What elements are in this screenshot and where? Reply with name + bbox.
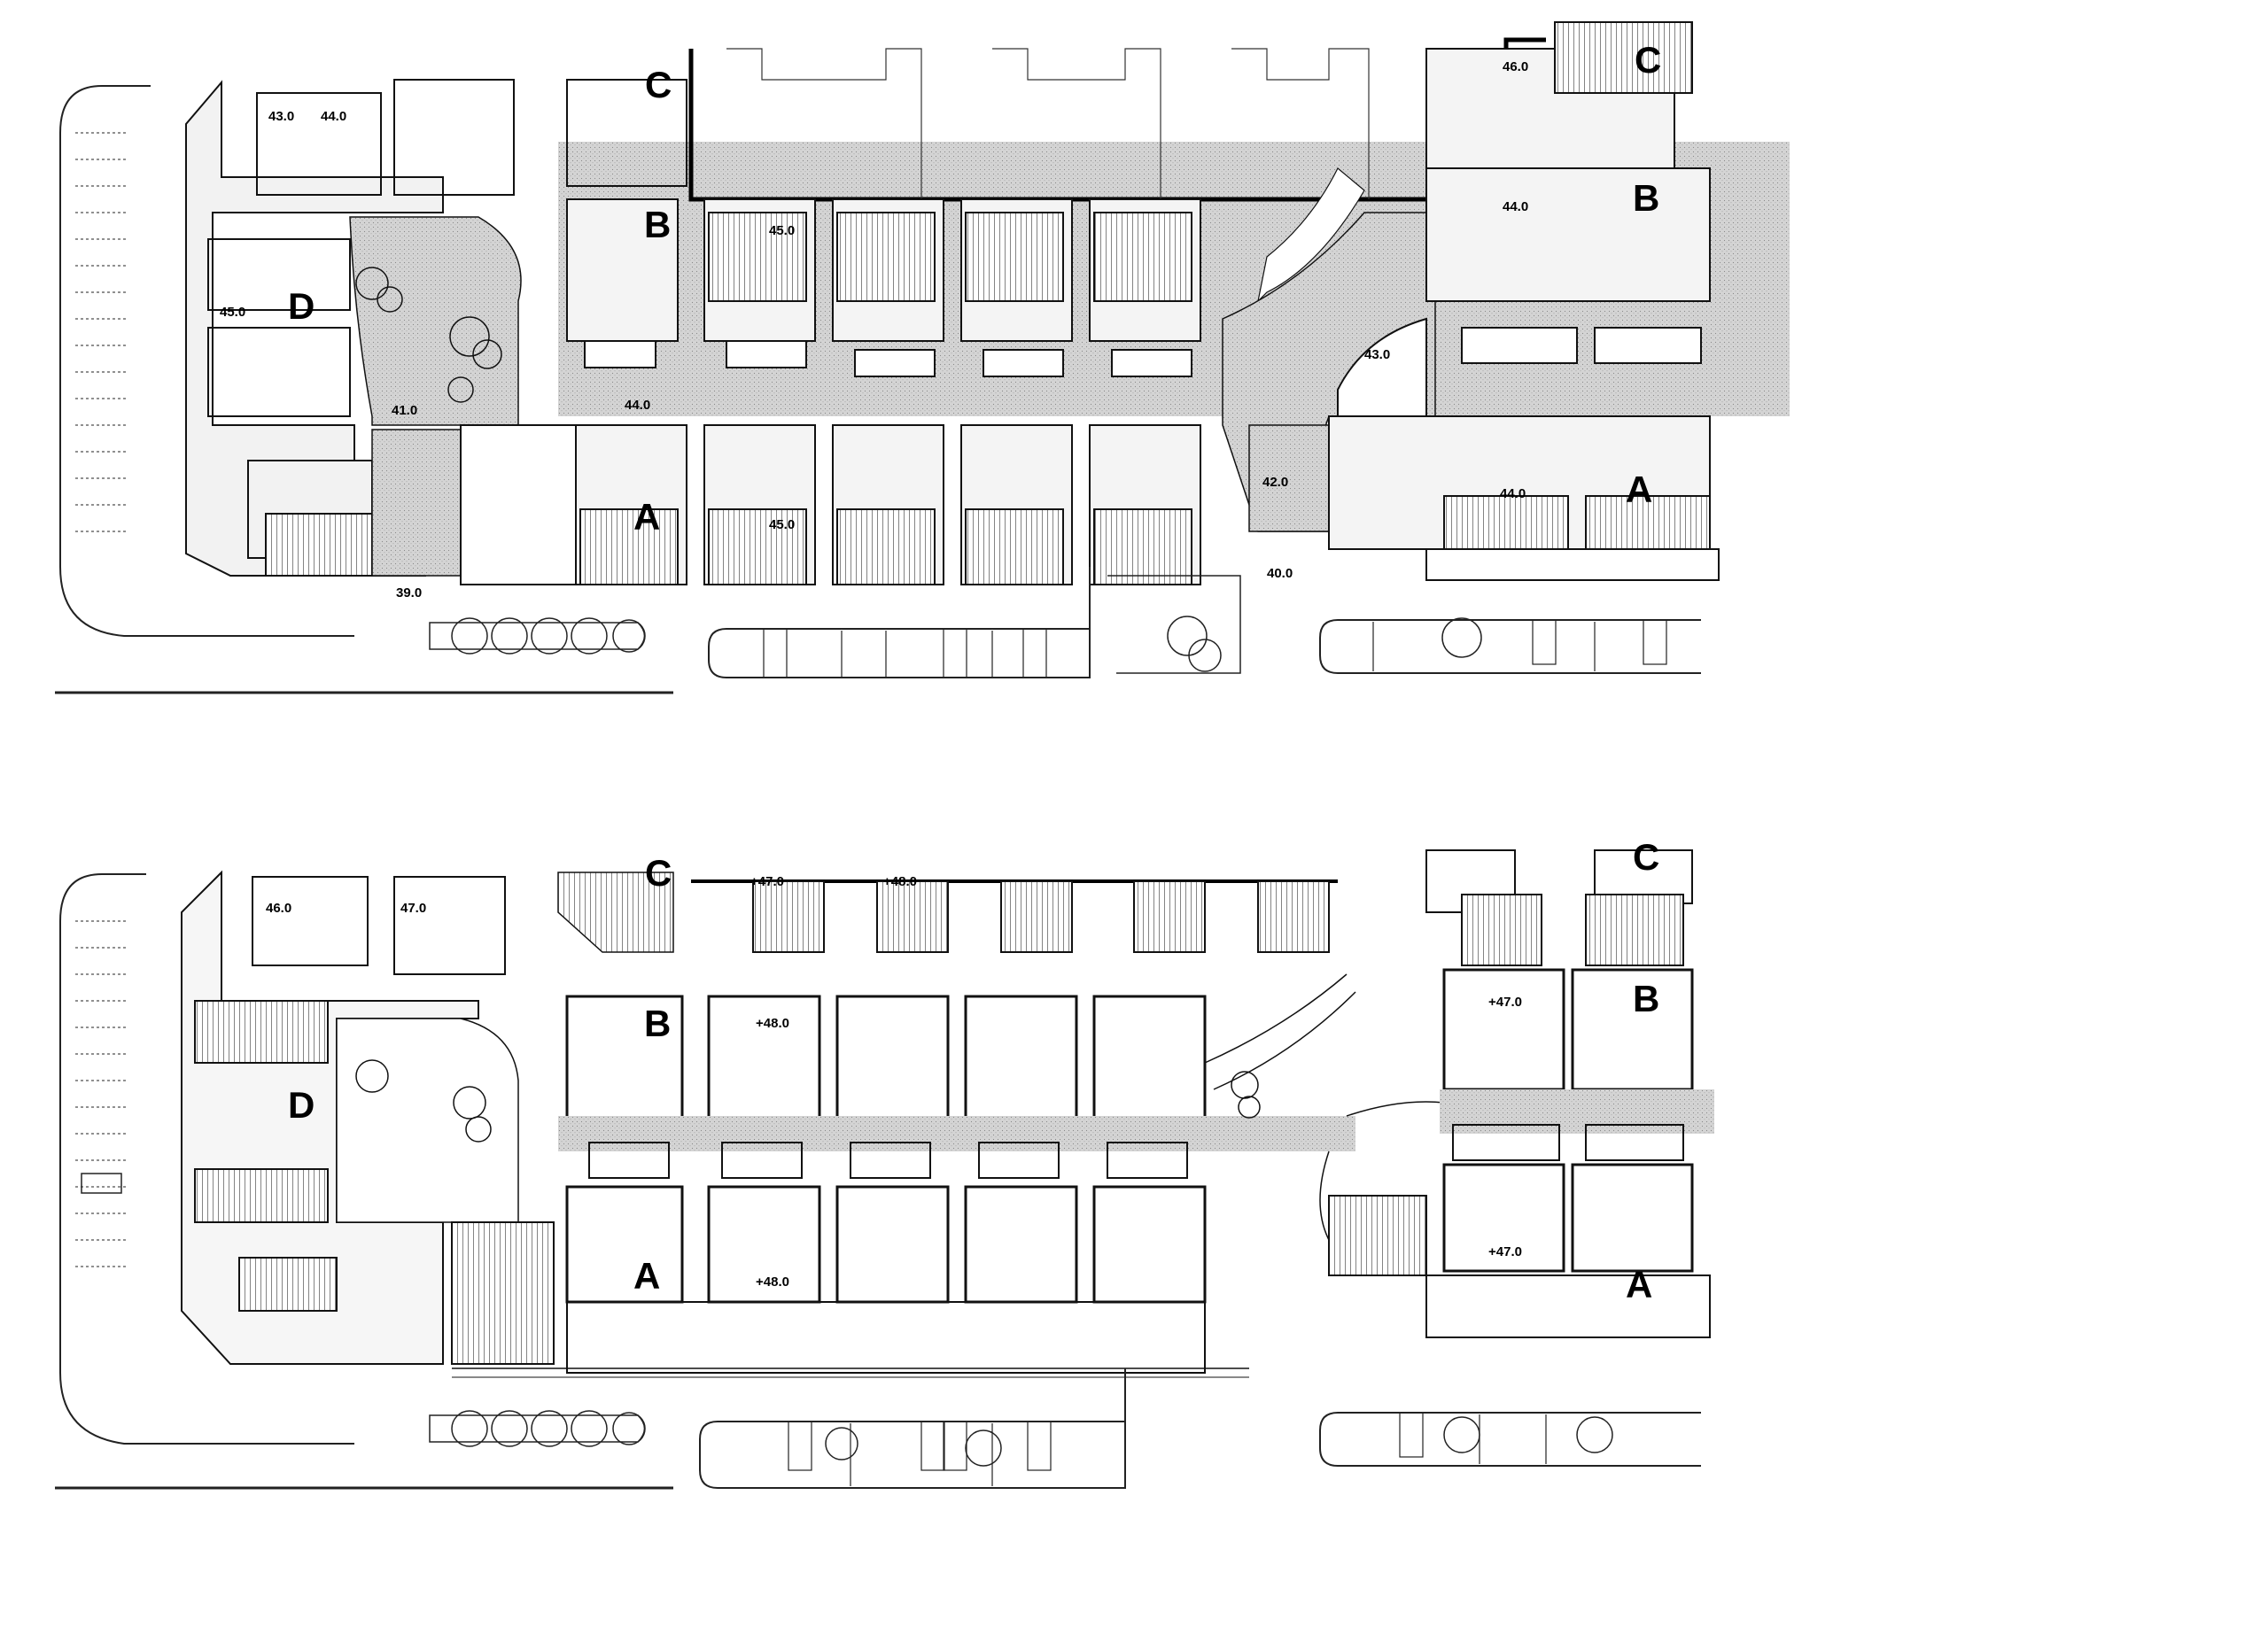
landscape-strip bbox=[1257, 167, 1365, 303]
elevation-label: +47.0 bbox=[1488, 995, 1522, 1010]
ground-floor-plan bbox=[55, 21, 1790, 694]
elevation-label: +48.0 bbox=[756, 1016, 789, 1031]
unit-label-b-east: B bbox=[1633, 978, 1659, 1019]
unit-label-a: A bbox=[633, 496, 660, 538]
upper-floor-labels: C B D A C B A 46.0 47.0 +47.0 +48.0 +48.… bbox=[266, 836, 1659, 1305]
elevation-label: +48.0 bbox=[756, 1274, 789, 1290]
elevation-label: 41.0 bbox=[392, 403, 417, 418]
elevation-label: 45.0 bbox=[769, 517, 795, 532]
unit-label-b: B bbox=[644, 204, 671, 245]
upper-floor-plan bbox=[55, 849, 1714, 1490]
elevation-label: 44.0 bbox=[625, 398, 650, 413]
parking-lot-west-upper bbox=[55, 873, 673, 1490]
unit-label-c: C bbox=[645, 852, 672, 894]
pathway-upper bbox=[1204, 973, 1445, 1241]
unit-label-b: B bbox=[644, 1003, 671, 1044]
elevation-label: 45.0 bbox=[769, 223, 795, 238]
elevation-label: 46.0 bbox=[266, 901, 291, 916]
elevation-label: 44.0 bbox=[1500, 486, 1526, 501]
elevation-label: 43.0 bbox=[1364, 347, 1390, 362]
elevation-label: +47.0 bbox=[750, 874, 784, 889]
elevation-label: +47.0 bbox=[1488, 1244, 1522, 1259]
unit-label-c-east: C bbox=[1635, 39, 1661, 81]
parking-lot-west bbox=[55, 85, 673, 694]
unit-label-c: C bbox=[645, 64, 672, 105]
tree-row-west bbox=[429, 617, 646, 655]
parking-lot-south bbox=[708, 567, 1701, 678]
elevation-label: 46.0 bbox=[1503, 59, 1528, 74]
unit-label-a: A bbox=[633, 1255, 660, 1297]
elevation-label: 45.0 bbox=[220, 305, 245, 320]
building-d-block bbox=[185, 79, 515, 577]
unit-label-a-east: A bbox=[1626, 469, 1652, 510]
unit-label-a-east: A bbox=[1626, 1264, 1652, 1305]
tree-row-west-upper bbox=[429, 1410, 646, 1447]
plaza-south bbox=[1248, 424, 1330, 532]
unit-label-d: D bbox=[288, 1084, 315, 1126]
elevation-label: 47.0 bbox=[400, 901, 426, 916]
elevation-label: 40.0 bbox=[1267, 566, 1293, 581]
elevation-label: +48.0 bbox=[883, 874, 917, 889]
elevation-label: 44.0 bbox=[321, 109, 346, 124]
unit-label-c-east: C bbox=[1633, 836, 1659, 878]
unit-label-b-east: B bbox=[1633, 177, 1659, 219]
unit-label-d: D bbox=[288, 285, 315, 327]
courtyard-garden bbox=[349, 216, 522, 577]
row-house-terrace-upper bbox=[451, 872, 1355, 1378]
elevation-label: 42.0 bbox=[1262, 475, 1288, 490]
elevation-label: 43.0 bbox=[268, 109, 294, 124]
building-d-block-upper bbox=[181, 870, 519, 1365]
neighbor-buildings bbox=[726, 48, 1370, 199]
elevation-label: 39.0 bbox=[396, 585, 422, 600]
parking-lot-south-upper bbox=[699, 1368, 1701, 1489]
east-block bbox=[1328, 21, 1720, 581]
row-house-terrace bbox=[460, 79, 1201, 585]
east-block-upper bbox=[1328, 849, 1714, 1338]
ground-floor-labels: C B D A C B A 43.0 44.0 45.0 41.0 44.0 4… bbox=[220, 39, 1661, 600]
elevation-label: 44.0 bbox=[1503, 199, 1528, 214]
